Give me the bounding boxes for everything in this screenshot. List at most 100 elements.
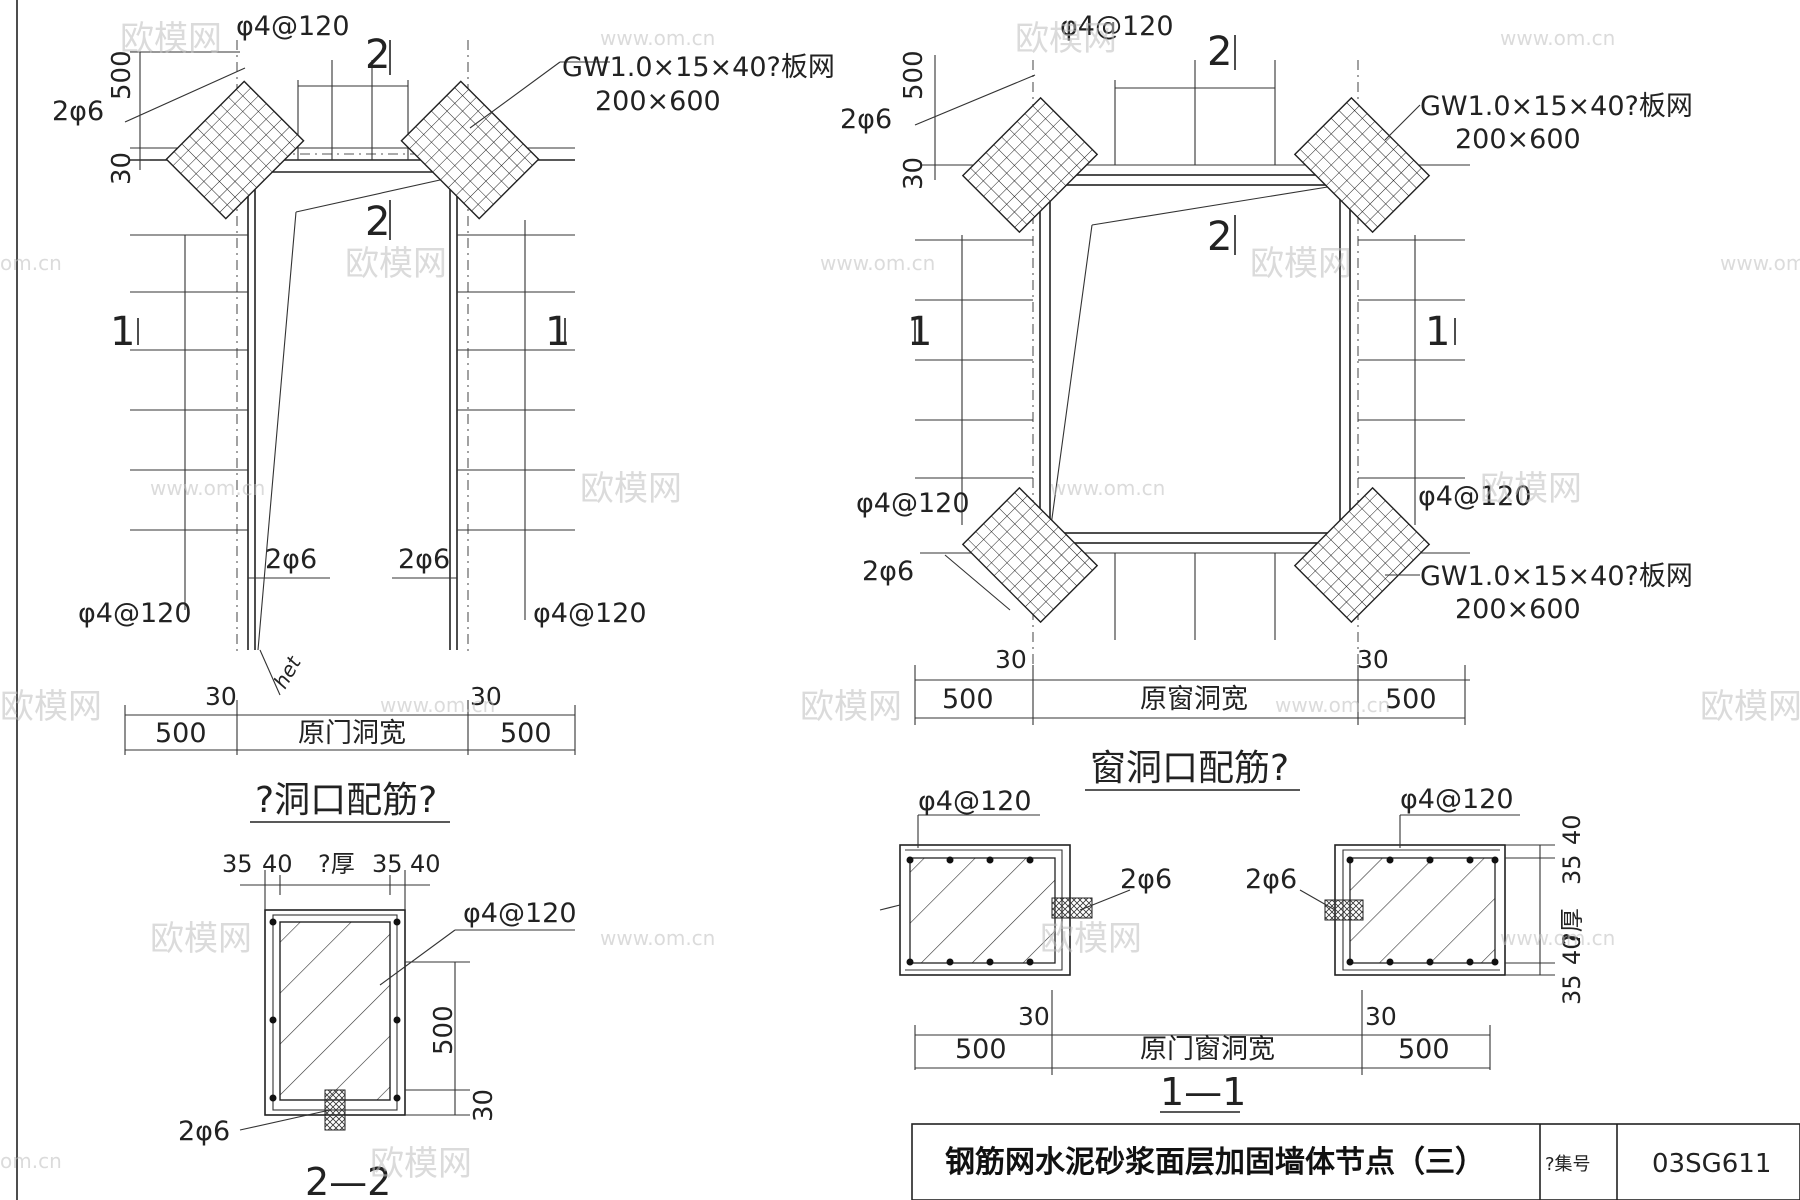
window-section-mark-bottom: 2 <box>1207 214 1232 260</box>
watermark-url: www.om.cn <box>150 476 265 500</box>
door-width-label: 原门洞宽 <box>298 718 406 749</box>
window-width-label: 原窗洞宽 <box>1140 684 1248 715</box>
watermark-logo: 欧模网 <box>580 469 682 509</box>
door-mesh-right <box>400 80 540 220</box>
watermark-logo: 欧模网 <box>0 687 102 727</box>
door-elevation <box>124 40 610 755</box>
window-mesh-top-2: 200×600 <box>1455 124 1581 155</box>
door-bottom-500-left: 500 <box>155 718 207 749</box>
door-dim-500: 500 <box>107 50 137 100</box>
watermark-url-short: om.cn <box>0 251 62 275</box>
s22-dim-500: 500 <box>429 1005 459 1055</box>
s11-dim-500-right: 500 <box>1398 1034 1450 1065</box>
window-section-mark-top: 2 <box>1207 29 1232 75</box>
s11-dim-35-top: 35 <box>1558 854 1586 885</box>
door-left-rebar: φ4@120 <box>78 598 192 629</box>
watermark-url: www.om.cn <box>1720 251 1800 275</box>
watermark-url: www.om.cn <box>600 926 715 950</box>
watermark-logo: 欧模网 <box>1015 19 1117 59</box>
watermark-logo: 欧模网 <box>1250 244 1352 284</box>
s11-dim-30-right: 30 <box>1365 1002 1397 1031</box>
watermark-logo: 欧模网 <box>1040 919 1142 959</box>
window-bottom-500-right: 500 <box>1385 684 1437 715</box>
s11-thickness: ?厚 <box>1558 908 1586 945</box>
window-rebar-top: φ4@120 <box>1060 11 1174 42</box>
watermark-url: www.om.cn <box>1275 693 1390 717</box>
window-mesh-bl <box>961 486 1099 624</box>
section-2-2 <box>239 870 575 1131</box>
watermark-url: www.om.cn <box>1500 26 1615 50</box>
window-corner-bar: 2φ6 <box>840 104 892 135</box>
watermark-url: www.om.cn <box>820 251 935 275</box>
window-elevation-labels: φ4@120 2 2 1 1 2φ6 500 30 GW1.0×15×40?板网… <box>840 11 1693 791</box>
s22-dim-35b: 35 <box>372 850 403 878</box>
door-mesh-spec-1: GW1.0×15×40?板网 <box>562 52 835 83</box>
drawing-title: 钢筋网水泥砂浆面层加固墙体节点（三） <box>945 1145 1485 1180</box>
window-caption: 窗洞口配筋? <box>1090 748 1289 789</box>
s11-rebar-right: φ4@120 <box>1400 784 1514 815</box>
window-mesh-bottom-2: 200×600 <box>1455 594 1581 625</box>
watermark-logo: 欧模网 <box>370 1144 472 1184</box>
window-rebar-right: φ4@120 <box>1418 481 1532 512</box>
watermark-logo: 欧模网 <box>150 919 252 959</box>
s11-label: 1—1 <box>1160 1070 1246 1114</box>
window-rebar-left: φ4@120 <box>856 488 970 519</box>
window-mesh-top-1: GW1.0×15×40?板网 <box>1420 91 1693 122</box>
window-mesh-tl <box>961 96 1099 234</box>
watermark-logo: 欧模网 <box>120 19 222 59</box>
watermark-url: www.om.cn <box>1050 476 1165 500</box>
door-mesh-left <box>165 80 305 220</box>
atlas-number: 03SG611 <box>1652 1149 1771 1179</box>
door-left-bar: 2φ6 <box>265 544 317 575</box>
atlas-label: ?集号 <box>1545 1154 1591 1175</box>
door-side-mark-right: 1 <box>545 309 570 355</box>
s22-label: 2—2 <box>305 1160 391 1200</box>
section-1-1-labels: φ4@120 φ4@120 2φ6 2φ6 35 40 ?厚 40 35 30 … <box>918 784 1586 1114</box>
door-side-mark-left: 1 <box>110 309 135 355</box>
s11-rebar-left: φ4@120 <box>918 786 1032 817</box>
window-side-mark-left: 1 <box>907 309 932 355</box>
window-bottom-30-left: 30 <box>995 645 1027 674</box>
s22-dim-40b: 40 <box>410 850 441 878</box>
s11-dim-40-top: 40 <box>1558 814 1586 845</box>
s11-dim-40-bot: 40 <box>1558 934 1586 965</box>
door-rebar-top: φ4@120 <box>236 11 350 42</box>
door-right-bar: 2φ6 <box>398 544 450 575</box>
watermark-url: www.om.cn <box>600 26 715 50</box>
title-block: 钢筋网水泥砂浆面层加固墙体节点（三） ?集号 03SG611 <box>911 1123 1800 1200</box>
window-bar-bottom-left: 2φ6 <box>862 556 914 587</box>
watermark-logo: 欧模网 <box>800 687 902 727</box>
watermark-logo: 欧模网 <box>1480 469 1582 509</box>
section-1-1 <box>879 814 1555 1075</box>
s11-bar-right: 2φ6 <box>1245 864 1297 895</box>
door-section-mark-top: 2 <box>365 32 390 78</box>
window-mesh-br <box>1293 486 1431 624</box>
window-side-mark-right: 1 <box>1425 309 1450 355</box>
s11-width-label: 原门窗洞宽 <box>1140 1034 1275 1065</box>
section-2-2-labels: 35 40 ?厚 35 40 φ4@120 500 30 2φ6 2—2 <box>178 850 577 1200</box>
door-elevation-labels: φ4@120 2 2 1 1 2φ6 500 30 GW1.0×15×40?板网… <box>52 11 835 823</box>
door-bottom-30-right: 30 <box>470 682 502 711</box>
window-elevation <box>914 35 1470 725</box>
s22-rebar: φ4@120 <box>463 898 577 929</box>
watermark-logo: 欧模网 <box>345 244 447 284</box>
window-mesh-tr <box>1293 96 1431 234</box>
s22-dim-35a: 35 <box>222 850 253 878</box>
door-het: het <box>269 651 307 692</box>
door-section-mark-bottom: 2 <box>365 199 390 245</box>
door-right-rebar: φ4@120 <box>533 598 647 629</box>
window-bottom-30-right: 30 <box>1357 645 1389 674</box>
door-dim-30: 30 <box>107 152 137 185</box>
door-bottom-500-right: 500 <box>500 718 552 749</box>
s22-dim-30: 30 <box>469 1089 499 1122</box>
s22-thickness: ?厚 <box>318 850 355 878</box>
window-dim-30: 30 <box>899 157 929 190</box>
door-bottom-30-left: 30 <box>205 682 237 711</box>
window-dim-500: 500 <box>899 50 929 100</box>
s11-dim-35-bot: 35 <box>1558 974 1586 1005</box>
watermark-logo: 欧模网 <box>1700 687 1800 727</box>
watermark-url-short: om.cn <box>0 1149 62 1173</box>
s22-bar: 2φ6 <box>178 1116 230 1147</box>
s11-bar-left: 2φ6 <box>1120 864 1172 895</box>
